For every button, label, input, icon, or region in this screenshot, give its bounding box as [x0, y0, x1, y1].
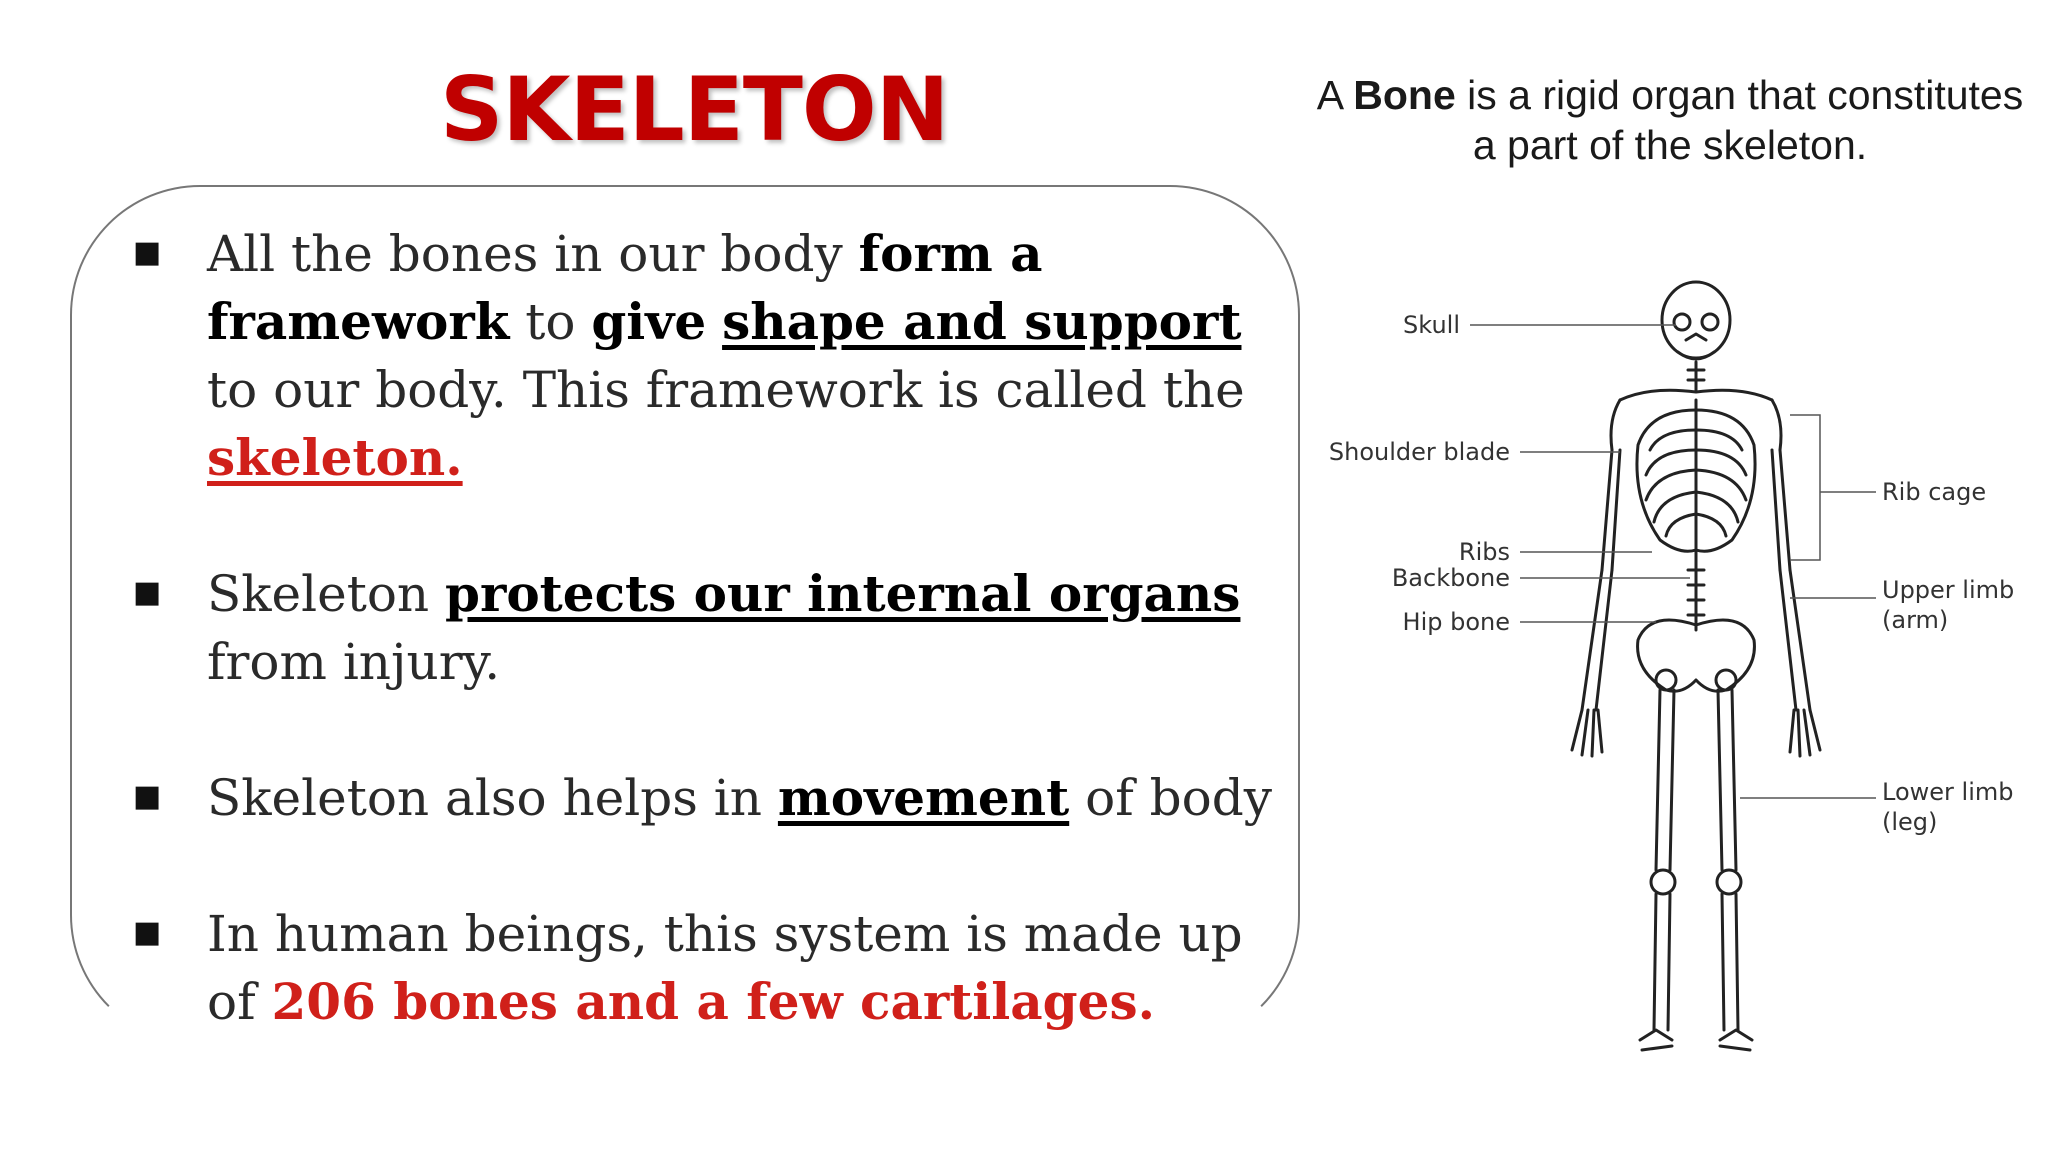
label-lower-limb-leg: (leg) [1882, 808, 1937, 836]
bullet-bold: form a framework [207, 224, 1043, 351]
bullet-text: from injury. [207, 633, 501, 691]
bullet-item-protects: ■ Skeleton protects our internal organs f… [125, 560, 1285, 696]
bullet-text: Skeleton [207, 565, 446, 623]
bullet-item-framework: ■ All the bones in our body form a framew… [125, 220, 1285, 492]
label-upper-limb-arm: (arm) [1882, 606, 1948, 634]
bullet-text: to [509, 293, 592, 351]
bullet-text: In human beings, this system is made up … [207, 905, 1243, 1031]
label-ribs: Ribs [1459, 538, 1510, 566]
bone-definition: A Bone is a rigid organ that constitutes… [1310, 70, 2030, 170]
label-rib-cage: Rib cage [1882, 478, 1986, 506]
bullet-item-movement: ■ Skeleton also helps in movement of body [125, 764, 1285, 832]
label-hip-bone: Hip bone [1403, 608, 1510, 636]
bullet-list: ■ All the bones in our body form a framew… [125, 220, 1285, 1036]
bullet-item-206-bones: ■ In human beings, this system is made u… [125, 900, 1285, 1036]
bullet-bold: give [591, 292, 707, 351]
slide-title: SKELETON [440, 58, 949, 161]
square-bullet-icon: ■ [133, 575, 162, 610]
label-backbone: Backbone [1392, 564, 1510, 592]
bullet-text: All the bones in our body [207, 225, 859, 283]
label-upper-limb: Upper limb [1882, 576, 2014, 604]
square-bullet-icon: ■ [133, 235, 162, 270]
skeleton-figure-icon [1570, 280, 1822, 1052]
square-bullet-icon: ■ [133, 915, 162, 950]
bullet-text: to our body. This framework is called th… [207, 361, 1245, 419]
definition-pre: A [1316, 72, 1354, 118]
label-shoulder-blade: Shoulder blade [1329, 438, 1510, 466]
bullet-bold-underlined: shape and support [722, 292, 1242, 351]
bullet-bold-underlined: movement [777, 768, 1070, 827]
label-lower-limb: Lower limb [1882, 778, 2013, 806]
bullet-red-highlight: skeleton. [207, 428, 463, 487]
panel-bottom-mask [60, 1045, 1320, 1085]
content-panel [70, 185, 1300, 1045]
bullet-bold-underlined: protects our internal organs [445, 564, 1241, 623]
square-bullet-icon: ■ [133, 779, 162, 814]
bullet-text: of body [1069, 769, 1272, 827]
bullet-text: Skeleton also helps in [207, 769, 778, 827]
bullet-red-highlight: 206 bones and a few cartilages. [271, 972, 1156, 1031]
definition-bold-term: Bone [1353, 72, 1456, 118]
skeleton-diagram: Skull Shoulder blade Ribs Backbone Hip b… [1329, 280, 2014, 1052]
definition-post: is a rigid organ that constitutes a part… [1455, 72, 2024, 168]
bullet-text [706, 293, 722, 351]
label-skull: Skull [1403, 311, 1460, 339]
label-pointer-lines [1470, 324, 1876, 799]
